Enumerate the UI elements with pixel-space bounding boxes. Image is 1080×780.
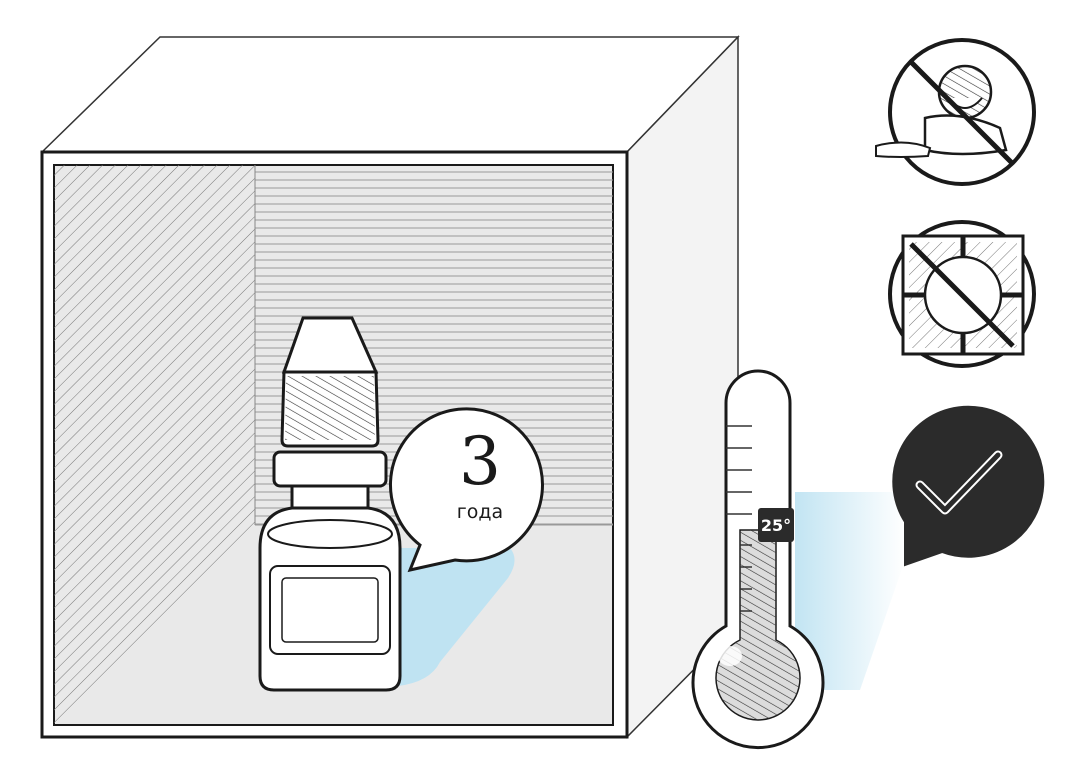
shelf-life-unit: года	[457, 501, 503, 523]
eye-drop-bottle	[258, 316, 402, 692]
temperature-beam	[795, 492, 905, 690]
no-sunlight-icon	[888, 220, 1036, 368]
shelf-life-bubble: 3 года	[389, 407, 544, 573]
shelf-life-number: 3	[459, 423, 501, 500]
checkmark-icon	[892, 405, 1045, 567]
no-children-icon	[875, 38, 1036, 186]
thermometer-icon: 25°	[691, 369, 825, 749]
temperature-label: 25°	[761, 516, 791, 535]
bottle-shadow	[398, 548, 515, 686]
